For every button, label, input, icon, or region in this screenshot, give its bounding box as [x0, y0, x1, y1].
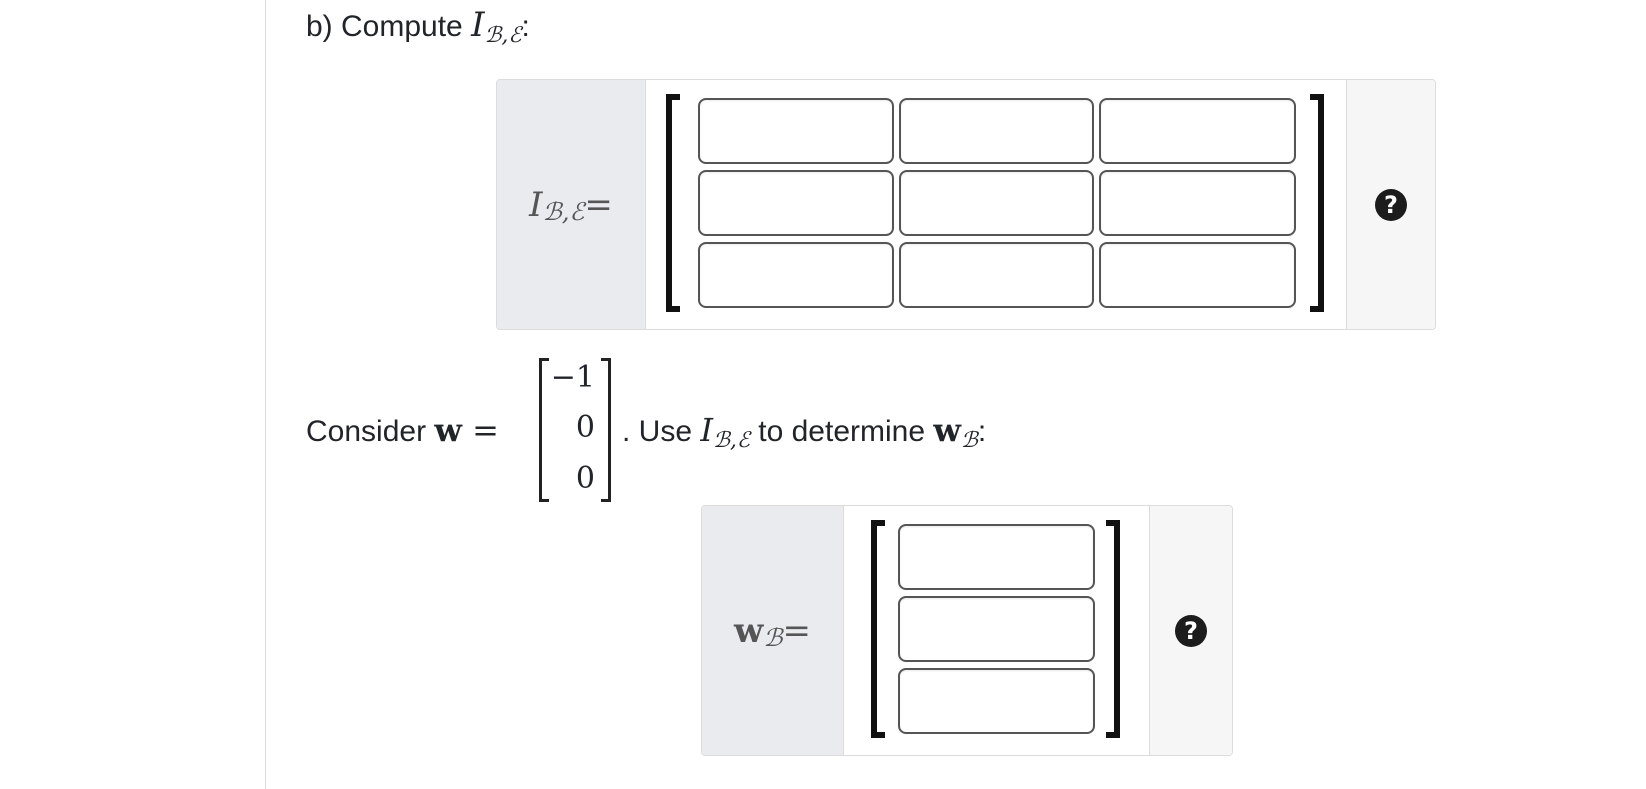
help-icon[interactable]: ? — [1175, 614, 1207, 647]
part-b-suffix: : — [521, 10, 530, 43]
vector-wb-subscript: ℬ — [960, 428, 978, 454]
matrix-cell-3-3[interactable] — [1099, 242, 1296, 308]
matrix-subscript-inline: ℬ,ℰ — [713, 428, 750, 454]
vector-answer-left-bracket — [871, 520, 885, 738]
vector-entry-3: 0 — [575, 461, 595, 496]
content-left-border — [265, 0, 266, 789]
consider-prefix: Consider — [306, 415, 435, 448]
matrix-cell-2-1[interactable] — [698, 170, 894, 236]
consider-text: Consider w = — [306, 408, 499, 454]
matrix-cell-1-1[interactable] — [698, 98, 894, 164]
determine-suffix: : — [977, 415, 987, 448]
matrix-cell-3-1[interactable] — [698, 242, 894, 308]
vector-cell-1[interactable] — [898, 524, 1095, 590]
matrix-cell-1-3[interactable] — [1099, 98, 1296, 164]
part-b-prompt: b) Compute Iℬ,ℰ: — [306, 3, 530, 52]
label-w-subscript: ℬ — [763, 622, 783, 652]
matrix-help-area: ? — [1346, 80, 1435, 329]
help-icon[interactable]: ? — [1375, 188, 1407, 221]
matrix-symbol-inline: I — [700, 411, 713, 449]
matrix-cell-2-2[interactable] — [899, 170, 1094, 236]
right-bracket — [1310, 94, 1324, 312]
vector-cell-3[interactable] — [898, 668, 1095, 734]
label-subscript: ℬ,ℰ — [542, 196, 585, 226]
vector-input-area — [844, 506, 1149, 755]
vector-cell-2[interactable] — [898, 596, 1095, 662]
label-w-symbol: w — [733, 610, 764, 651]
part-b-prefix: b) Compute — [306, 10, 472, 43]
vector-w-symbol: w — [434, 411, 462, 449]
use-text: . Use — [622, 415, 701, 448]
matrix-cell-1-2[interactable] — [899, 98, 1094, 164]
vector-entry-1: −1 — [550, 360, 595, 395]
to-determine-text: to determine — [749, 415, 934, 448]
vector-right-bracket — [601, 358, 611, 502]
label-w-equals: = — [782, 610, 812, 651]
vector-w-column: −1 0 0 — [539, 358, 611, 502]
label-symbol: I — [529, 184, 543, 225]
vector-answer-right-bracket — [1106, 520, 1120, 738]
matrix-symbol: I — [471, 5, 485, 45]
matrix-input-area — [646, 80, 1346, 329]
vector-wb-symbol: w — [933, 411, 961, 449]
vector-help-area: ? — [1149, 506, 1232, 755]
vector-left-bracket — [539, 358, 549, 502]
label-equals: = — [584, 184, 613, 225]
vector-equals: = — [461, 411, 499, 449]
matrix-subscript: ℬ,ℰ — [484, 23, 522, 49]
vector-entry-2: 0 — [575, 410, 595, 445]
matrix-cell-2-3[interactable] — [1099, 170, 1296, 236]
determine-text: . Use Iℬ,ℰ to determine wℬ: — [622, 408, 986, 457]
left-bracket — [666, 94, 680, 312]
matrix-cell-3-2[interactable] — [899, 242, 1094, 308]
